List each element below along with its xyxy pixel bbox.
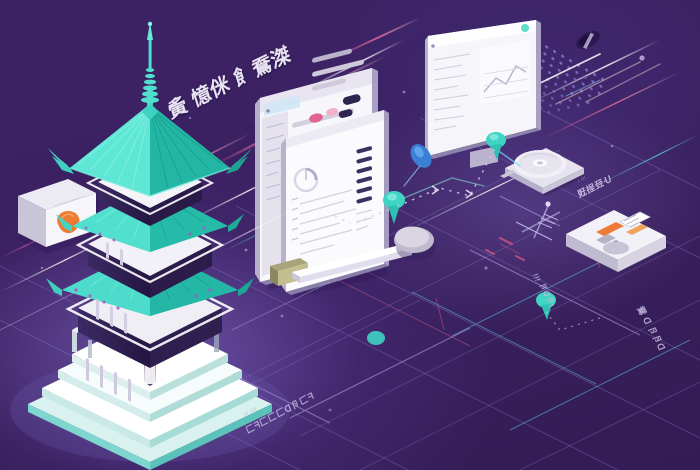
document-window[interactable] bbox=[281, 110, 389, 299]
matrix-leaf-shape bbox=[576, 31, 600, 50]
pagoda-spire bbox=[141, 21, 159, 120]
matrix-streaks bbox=[533, 53, 661, 105]
disc-plate[interactable] bbox=[500, 148, 587, 196]
pagoda-top-roof bbox=[48, 104, 252, 197]
map-pin-a[interactable] bbox=[383, 191, 405, 224]
white-slab-bar bbox=[292, 244, 412, 283]
accent-dashes bbox=[485, 237, 525, 261]
map-pin-e[interactable] bbox=[367, 331, 385, 345]
foreground-dots bbox=[40, 248, 284, 318]
map-pin-c[interactable] bbox=[486, 132, 506, 160]
connector-paths bbox=[329, 149, 601, 331]
document-right-column bbox=[355, 146, 373, 231]
antenna-tower bbox=[515, 201, 561, 241]
analytics-window[interactable] bbox=[425, 20, 541, 168]
map-pin-b[interactable] bbox=[406, 140, 436, 172]
document-text-lines bbox=[299, 189, 357, 255]
mouse-device bbox=[394, 226, 436, 261]
dashboard-chips bbox=[309, 94, 361, 129]
media-card[interactable] bbox=[566, 210, 670, 272]
document-ring-chart bbox=[293, 167, 319, 193]
media-card-tiles bbox=[596, 211, 651, 255]
flow-arrows bbox=[348, 185, 474, 229]
